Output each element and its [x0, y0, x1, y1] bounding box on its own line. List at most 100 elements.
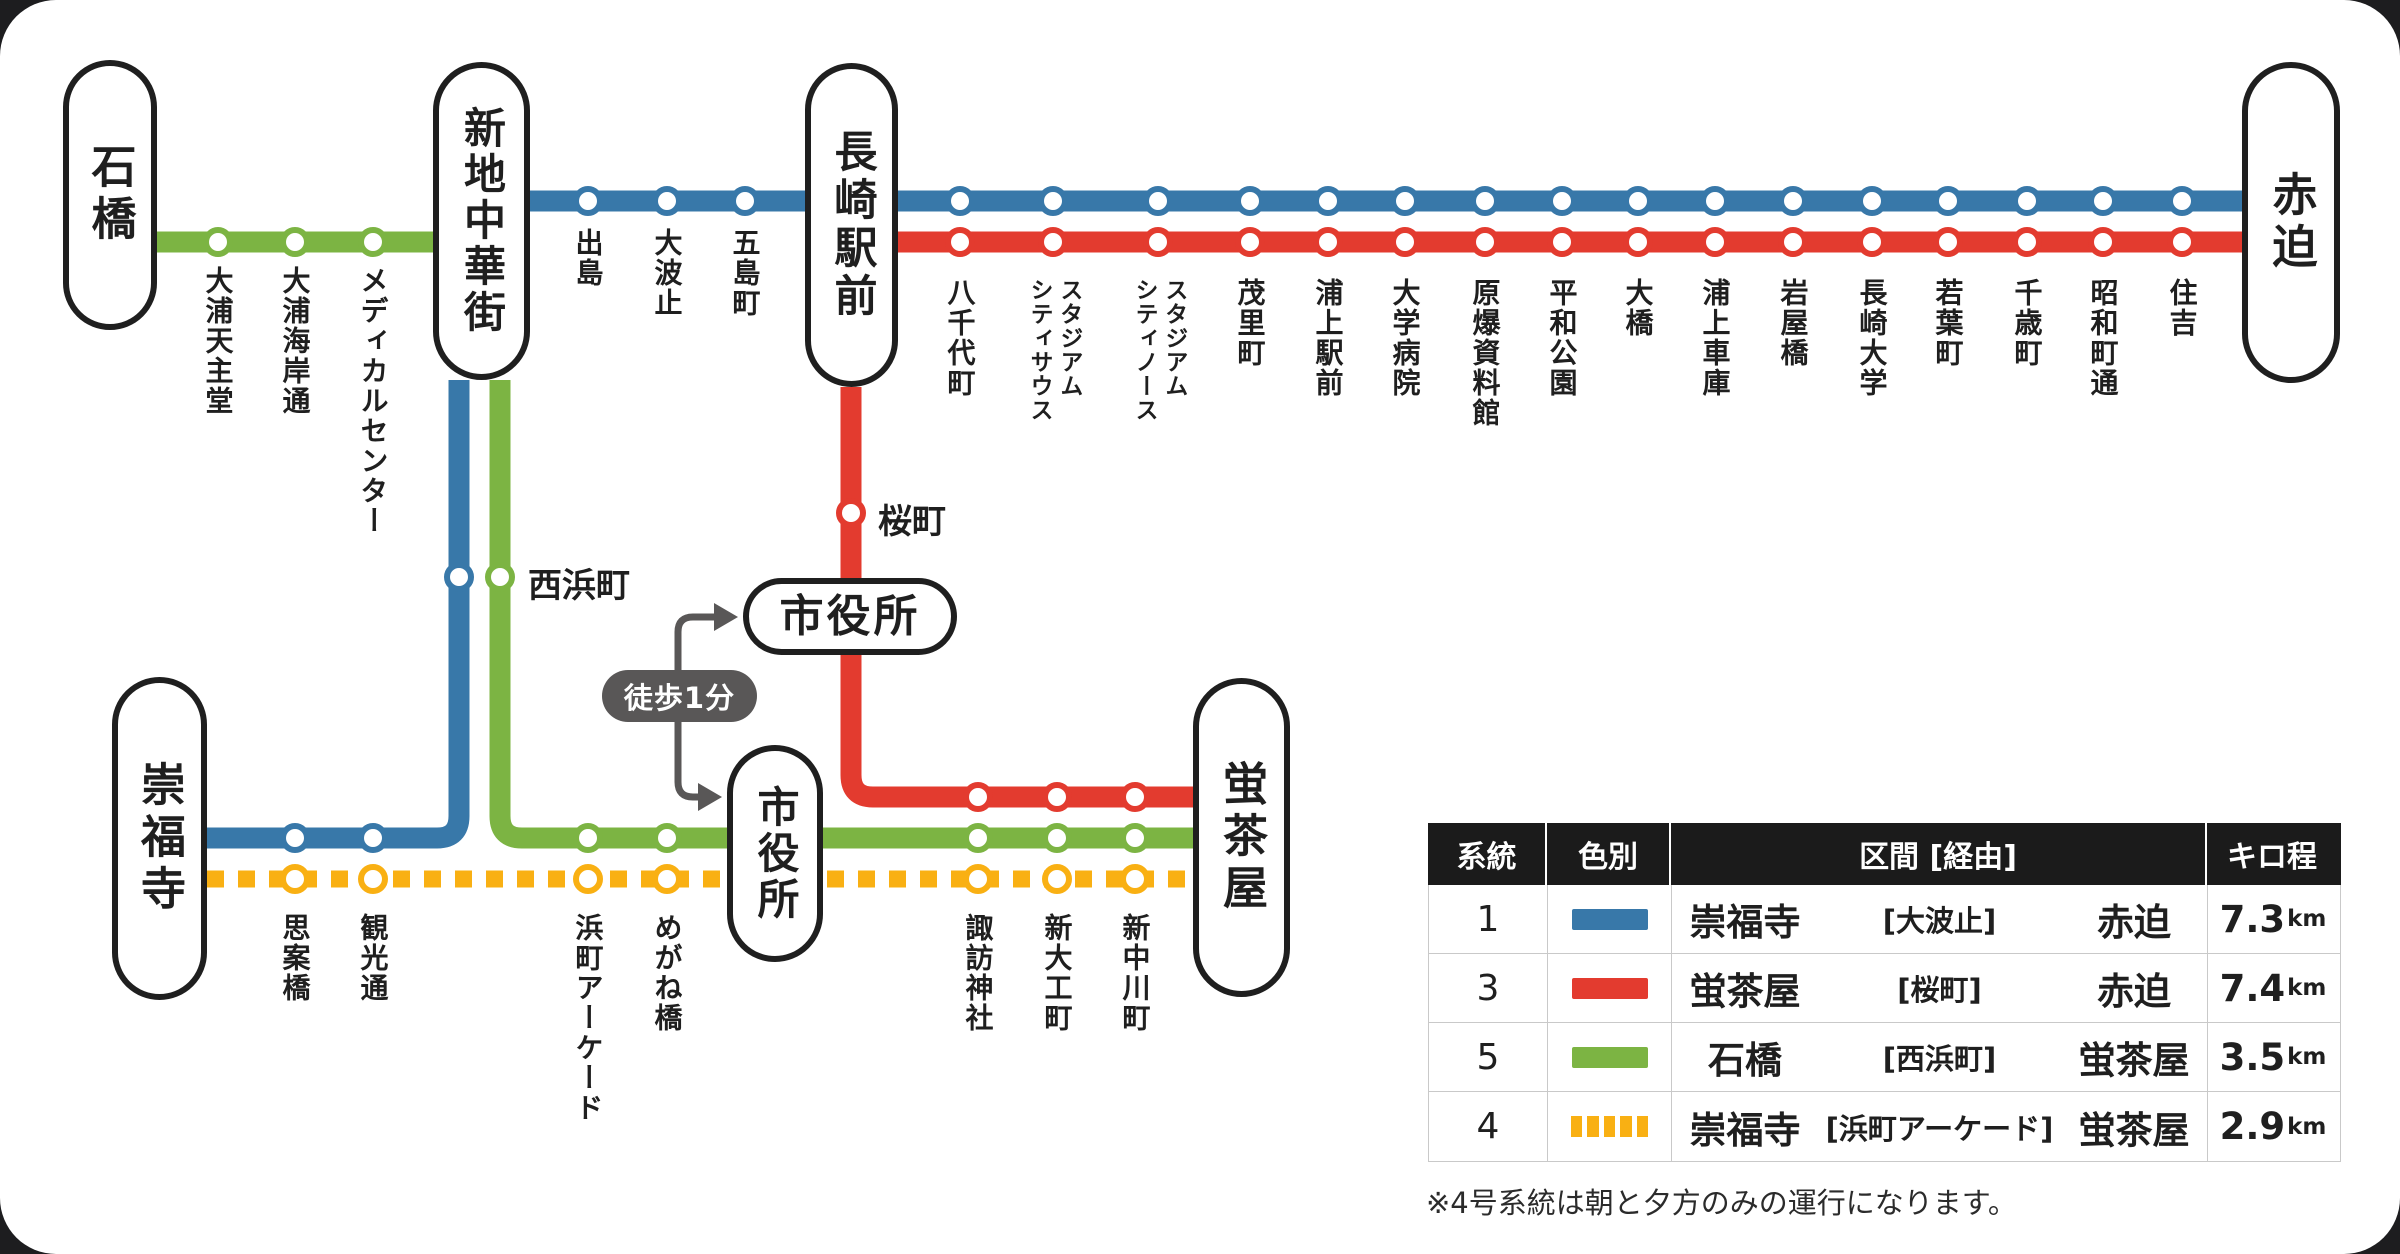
- station-label: メディカルセンター: [356, 266, 390, 536]
- station-dot: [836, 498, 866, 528]
- walk-arrow-head-top: [714, 603, 738, 631]
- terminal-nagasaki-ekimae: 長崎駅前: [805, 63, 898, 387]
- station-dot: [1547, 227, 1577, 257]
- station-dot: [1120, 864, 1150, 894]
- station-dot: [1547, 186, 1577, 216]
- route-to: 赤迫: [2097, 901, 2171, 944]
- terminal-sofukuji: 崇福寺: [112, 677, 207, 1000]
- route-from: 崇福寺: [1689, 1108, 1801, 1152]
- walk-1min-badge: 徒歩1分: [602, 670, 757, 722]
- station-dot: [1313, 186, 1343, 216]
- station-dot: [1042, 782, 1072, 812]
- station-label: スタジアム シティサウス: [1026, 278, 1082, 422]
- station-label: 出島: [571, 228, 605, 288]
- route-from: 崇福寺: [1689, 901, 1801, 944]
- station-dot: [358, 823, 388, 853]
- station-dot: [444, 562, 474, 592]
- station-label: 浜町アーケード: [571, 913, 605, 1123]
- terminal-hotarujaya: 蛍茶屋: [1193, 678, 1290, 997]
- station-dots: [203, 186, 2197, 894]
- station-label: 大波止: [650, 228, 684, 318]
- station-dot: [1235, 186, 1265, 216]
- line5-green-l: [489, 380, 1193, 849]
- station-label: 諏訪神社: [961, 913, 995, 1033]
- station-dot: [280, 227, 310, 257]
- station-label: 浦上駅前: [1311, 278, 1345, 398]
- station-label: 新中川町: [1118, 913, 1152, 1033]
- station-label: 茂里町: [1233, 278, 1267, 368]
- route-via: [大波止]: [1882, 904, 1997, 938]
- table-note: ※4号系統は朝と夕方のみの運行になります。: [1426, 1186, 2017, 1220]
- terminal-hotarujaya-label: 蛍茶屋: [1215, 759, 1268, 916]
- station-dot: [1623, 227, 1653, 257]
- station-label: 長崎大学: [1855, 278, 1889, 398]
- station-dot: [1042, 823, 1072, 853]
- station-label: 大浦海岸通: [278, 266, 312, 416]
- route-distance-unit: km: [2287, 1044, 2327, 1070]
- station-label: 大浦天主堂: [201, 266, 235, 416]
- station-dot: [945, 186, 975, 216]
- station-dot: [1313, 227, 1343, 257]
- terminal-akasako: 赤迫: [2242, 62, 2340, 383]
- stop-shiyakusho-green-label: 市役所: [751, 784, 800, 923]
- line-color-swatch: [1571, 1046, 1648, 1068]
- line-color-swatch-dashed: [1570, 1116, 1649, 1137]
- route-distance: 2.9: [2219, 1105, 2286, 1148]
- header-kirotei: キロ程: [2227, 840, 2317, 875]
- route-number: 3: [1476, 967, 1500, 1009]
- station-label: 観光通: [356, 913, 390, 1003]
- station-dot: [2167, 186, 2197, 216]
- station-dot: [2012, 227, 2042, 257]
- station-dot: [1933, 227, 1963, 257]
- line3-red-l: [840, 387, 1193, 808]
- station-dot: [358, 864, 388, 894]
- station-dot: [652, 186, 682, 216]
- terminal-akasako-label: 赤迫: [2264, 170, 2318, 275]
- stop-shiyakusho-green: 市役所: [727, 745, 823, 962]
- station-dot: [1933, 186, 1963, 216]
- route-distance-unit: km: [2287, 906, 2327, 932]
- route-distance: 3.5: [2219, 1035, 2286, 1079]
- walk-arrow-head-bottom: [698, 783, 722, 811]
- header-irobetsu: 色別: [1547, 823, 1671, 885]
- station-label: スタジアム シティノース: [1131, 278, 1187, 422]
- station-dot: [963, 864, 993, 894]
- station-dot: [1120, 823, 1150, 853]
- station-dot: [1038, 186, 1068, 216]
- station-dot: [485, 562, 515, 592]
- route-distance-unit: km: [2287, 1113, 2327, 1140]
- station-dot: [1038, 227, 1068, 257]
- station-dot: [2088, 186, 2118, 216]
- station-dot: [573, 823, 603, 853]
- terminal-ishibashi-label: 石橋: [83, 143, 137, 247]
- station-label: 原爆資料館: [1468, 278, 1502, 428]
- station-label-sakuramachi: 桜町: [878, 502, 946, 542]
- station-label: 八千代町: [943, 278, 977, 398]
- terminal-sofukuji-label: 崇福寺: [133, 760, 186, 917]
- station-dot: [1778, 186, 1808, 216]
- station-label: 新大工町: [1040, 913, 1074, 1033]
- stop-shiyakusho-red: 市役所: [743, 578, 957, 655]
- route-via: [西浜町]: [1882, 1042, 1997, 1076]
- stop-shiyakusho-red-label: 市役所: [779, 590, 921, 642]
- station-label: 平和公園: [1545, 278, 1579, 398]
- route-distance-unit: km: [2287, 975, 2327, 1001]
- station-dot: [1778, 227, 1808, 257]
- station-label: 昭和町通: [2086, 278, 2120, 398]
- station-dot: [1235, 227, 1265, 257]
- station-label: 五島町: [728, 228, 762, 318]
- route-to: 蛍茶屋: [2078, 1039, 2190, 1082]
- route-via: [桜町]: [1897, 973, 1982, 1007]
- station-dot: [2012, 186, 2042, 216]
- station-dot: [1042, 864, 1072, 894]
- station-dot: [573, 864, 603, 894]
- station-label: 岩屋橋: [1776, 278, 1810, 368]
- station-dot: [573, 186, 603, 216]
- terminal-shinchi-chinatown: 新地中華街: [433, 62, 530, 380]
- station-dot: [963, 823, 993, 853]
